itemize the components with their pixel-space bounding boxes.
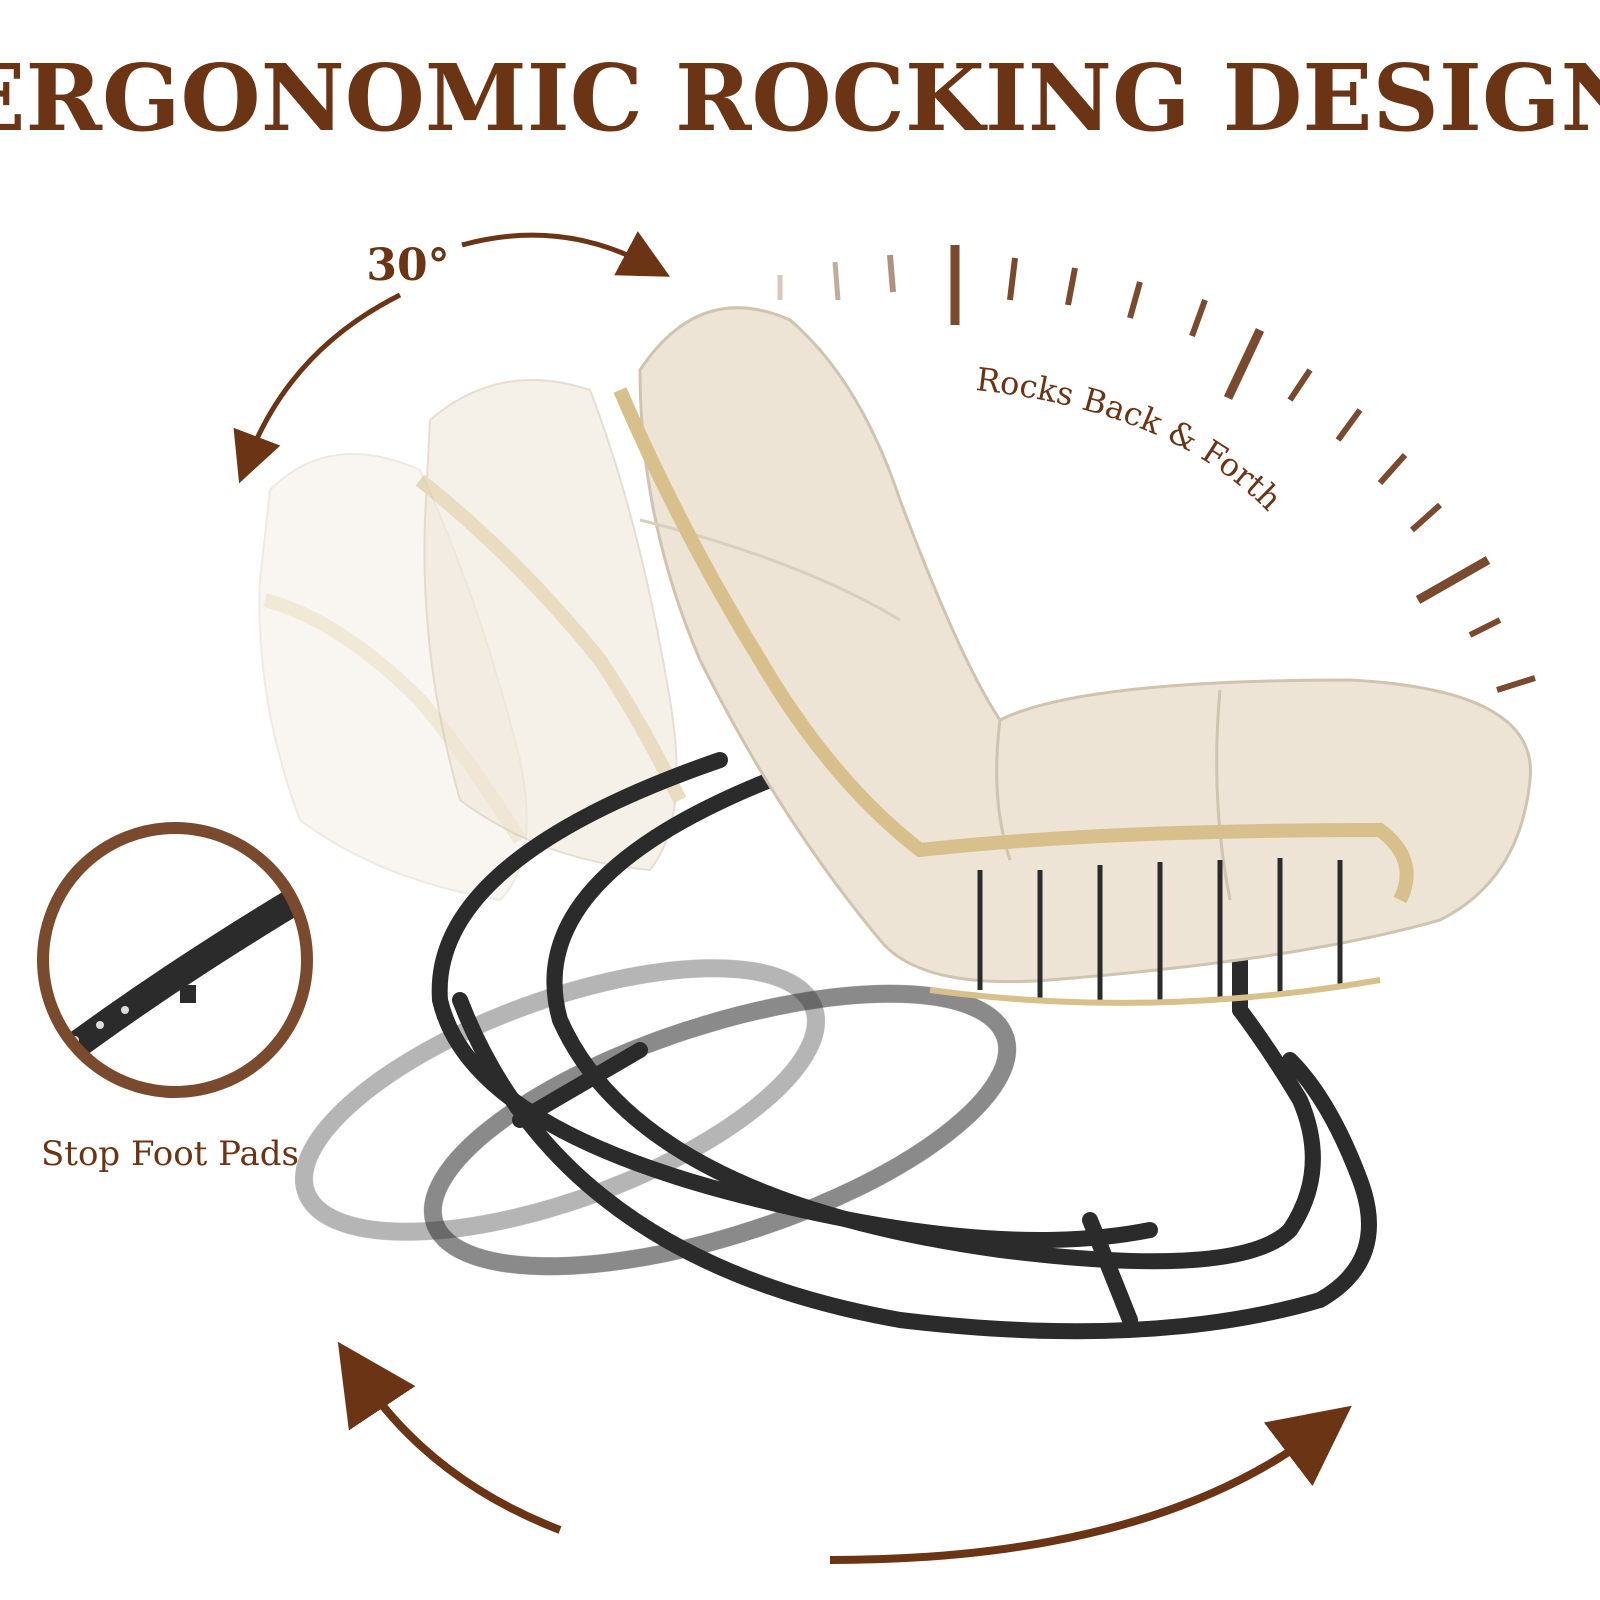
- double-arrow-icon: [337, 1341, 1352, 1564]
- tick-marks: [777, 245, 1536, 693]
- chair-frame: [431, 752, 1377, 1340]
- inset-caption: Stop Foot Pads: [41, 1134, 299, 1174]
- foot-pad-inset: [37, 822, 313, 1098]
- angle-label: 30°: [366, 240, 449, 291]
- curved-arrow-icon: [233, 231, 671, 484]
- headline: ERGONOMIC ROCKING DESIGN: [0, 44, 1600, 152]
- arc-caption: Rocks Back & Forth: [974, 360, 1289, 518]
- chair-main: [613, 306, 1532, 1006]
- chair-ghost-2: [415, 379, 1017, 1276]
